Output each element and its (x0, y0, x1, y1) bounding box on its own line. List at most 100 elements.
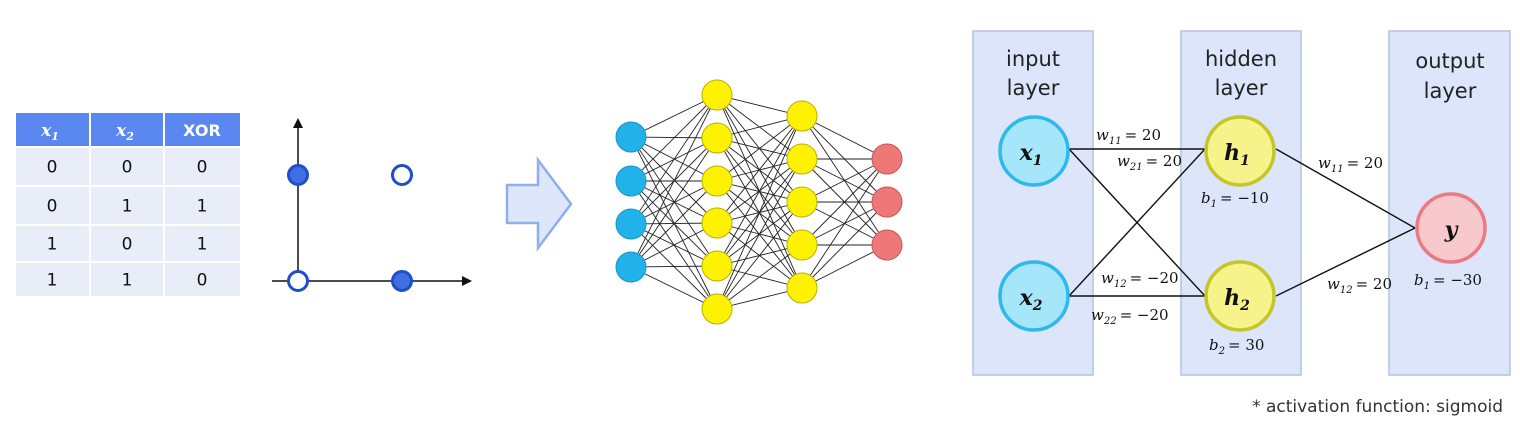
node-h2-label: h2 (1224, 285, 1250, 314)
nn-input-node (615, 208, 647, 240)
table-row: 1 1 0 (16, 263, 240, 296)
nn-edge (630, 94, 718, 182)
node-x2 (998, 260, 1070, 332)
table-cell-bg (91, 263, 163, 296)
nn-edge (630, 266, 718, 310)
weight-label-w12-in: w12= −20 (1101, 269, 1179, 290)
node-y-label: y (1444, 217, 1460, 243)
weight-label-w12-out: w12= 20 (1327, 275, 1392, 296)
table-cell-bg (91, 148, 163, 185)
table-cell: 1 (47, 235, 58, 255)
table-cell: 0 (197, 271, 208, 291)
nn-hidden1-node (701, 207, 733, 239)
nn-edge (801, 158, 888, 203)
table-cell-bg (16, 263, 89, 296)
edge-x2-h1 (1068, 148, 1206, 297)
node-h1 (1204, 115, 1276, 187)
point-1-1-hollow (391, 164, 413, 186)
weight-label-w22-in: w22= −20 (1091, 306, 1169, 327)
table-cell: 1 (197, 235, 208, 255)
input-layer-title-line1: input (1006, 47, 1060, 71)
nn-edge (630, 94, 718, 138)
node-x1-label: x1 (1019, 140, 1043, 169)
nn-edge (801, 201, 888, 289)
table-cell: 1 (122, 271, 133, 291)
right-arrow-icon (505, 156, 573, 252)
nn-hidden2-node (786, 229, 818, 261)
weight-label-w21-in: w21= 20 (1117, 152, 1182, 173)
nn-hidden2-node (786, 143, 818, 175)
header-label-x2: x2 (115, 121, 134, 143)
table-header-row: x1 x2 XOR (16, 113, 240, 146)
nn-edge (716, 115, 803, 310)
header-cell-x1 (16, 113, 89, 146)
hidden-layer-title-line2: layer (1215, 76, 1268, 100)
nn-edge (801, 115, 888, 160)
weight-label-w11-in: w11= 20 (1096, 126, 1161, 147)
xor-network-diagram: input layer hidden layer output layer x1… (972, 30, 1511, 417)
nn-output-node (871, 186, 903, 218)
nn-hidden1-node (701, 79, 733, 111)
nn-edge (801, 158, 888, 246)
nn-hidden1-node (701, 293, 733, 325)
nn-output-node (871, 143, 903, 175)
node-x2-label: x2 (1019, 285, 1043, 314)
nn-input-node (615, 165, 647, 197)
node-x1 (998, 115, 1070, 187)
nn-output-node (871, 229, 903, 261)
table-cell: 1 (47, 271, 58, 291)
nn-hidden2-node (786, 100, 818, 132)
table-cell: 0 (47, 158, 58, 178)
bias-label-b1-hidden: b1= −10 (1201, 189, 1269, 210)
point-1-0-filled (391, 270, 413, 292)
generic-neural-network (615, 79, 903, 325)
bias-label-b2-hidden: b2= 30 (1209, 336, 1264, 357)
nn-edge (716, 115, 803, 224)
table-row: 1 0 1 (16, 226, 240, 261)
edge-h2-y (1275, 227, 1416, 297)
nn-nodes (615, 79, 903, 325)
table-cell: 1 (197, 197, 208, 217)
nn-hidden2-node (786, 186, 818, 218)
weight-label-w11-out: w11= 20 (1318, 154, 1383, 175)
nn-edge (630, 222, 718, 268)
hidden-layer-title-line1: hidden (1205, 47, 1277, 71)
nn-input-node (615, 251, 647, 283)
table-cell-bg (165, 187, 240, 224)
nn-connections (630, 94, 888, 310)
nn-edge (801, 158, 888, 289)
table-cell: 0 (122, 158, 133, 178)
header-cell-xor (165, 113, 240, 146)
node-y (1415, 192, 1487, 264)
bias-label-b1-output: b1= −30 (1414, 271, 1482, 292)
input-layer-title-line2: layer (1007, 76, 1060, 100)
nn-edge (801, 244, 888, 289)
table-cell-bg (165, 226, 240, 261)
table-cell-bg (16, 226, 89, 261)
nn-hidden1-node (701, 165, 733, 197)
xor-scatter-plot (272, 118, 472, 292)
table-cell-bg (91, 187, 163, 224)
node-h2 (1204, 260, 1276, 332)
edge-h1-y (1275, 148, 1416, 229)
header-cell-x2 (91, 113, 163, 146)
table-cell: 0 (197, 158, 208, 178)
header-label-x1: x1 (40, 121, 59, 143)
nn-edge (716, 115, 803, 182)
nn-edge (716, 115, 803, 267)
table-row: 0 0 0 (16, 148, 240, 185)
table-cell-bg (16, 187, 89, 224)
point-0-1-filled (287, 164, 309, 186)
nn-edge (716, 201, 803, 310)
activation-footnote: * activation function: sigmoid (1252, 397, 1503, 417)
table-cell-bg (165, 148, 240, 185)
header-label-xor: XOR (183, 121, 221, 140)
nn-edge (630, 94, 718, 268)
table-cell-bg (91, 226, 163, 261)
nn-edge (630, 137, 718, 268)
table-cell: 0 (122, 235, 133, 255)
